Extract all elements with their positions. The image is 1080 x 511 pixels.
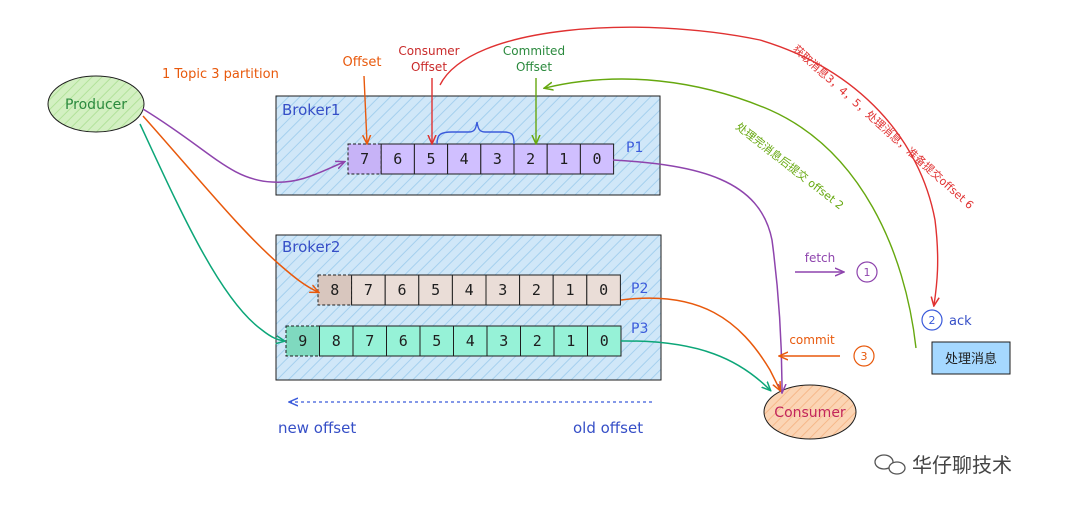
partition-cell-offset: 2 xyxy=(533,332,542,350)
ack-label: ack xyxy=(949,314,972,329)
partition-cell-offset: 9 xyxy=(298,332,307,350)
partition-cell-offset: 5 xyxy=(431,281,440,299)
producer-to-p1-arrow xyxy=(142,108,344,183)
partition-cell-offset: 5 xyxy=(426,150,435,168)
partition-cell-offset: 7 xyxy=(364,281,373,299)
new-offset-label: new offset xyxy=(278,419,356,437)
commited-offset-label-line2: Offset xyxy=(516,60,552,74)
partition-cell-offset: 6 xyxy=(399,332,408,350)
partition-cell xyxy=(552,274,588,306)
consumer-label: Consumer xyxy=(774,405,846,421)
partition-cell xyxy=(347,143,382,175)
partition-cell-offset: 5 xyxy=(432,332,441,350)
p2-to-consumer-arrow xyxy=(620,297,780,390)
consumer-offset-label-line2: Offset xyxy=(411,60,447,74)
partition-cell-offset: 4 xyxy=(460,150,469,168)
partition-cell xyxy=(285,325,320,357)
partition-cell-offset: 8 xyxy=(330,281,339,299)
red-ack-arc xyxy=(439,26,938,305)
consumer-node xyxy=(763,384,857,440)
step3-number: 3 xyxy=(861,350,868,363)
step2-circle xyxy=(921,309,943,331)
partition-cell xyxy=(579,143,615,175)
partition-cell xyxy=(319,325,354,357)
offset-label: Offset xyxy=(342,55,381,70)
producer-node xyxy=(47,75,145,133)
partition-cell xyxy=(520,325,555,357)
partition-p1-label: P1 xyxy=(626,140,643,156)
partition-cell xyxy=(380,143,415,175)
partition-cell-offset: 6 xyxy=(393,150,402,168)
green-commit-arc xyxy=(545,78,917,349)
partition-cell xyxy=(553,325,588,357)
partition-cell xyxy=(413,143,449,175)
step3-circle xyxy=(853,345,875,367)
partition-cell-offset: 0 xyxy=(600,332,609,350)
old-offset-label: old offset xyxy=(573,419,643,437)
step1-circle xyxy=(856,261,878,283)
step1-number: 1 xyxy=(864,266,871,279)
offset-arrow xyxy=(364,75,367,143)
partition-cell xyxy=(486,325,521,357)
partition-cell xyxy=(586,274,621,306)
p3-to-consumer-arrow xyxy=(620,340,770,390)
partition-cell-offset: 1 xyxy=(559,150,568,168)
broker1-label: Broker1 xyxy=(282,101,340,119)
consumer-offset-label-line1: Consumer xyxy=(398,44,459,58)
partition-cell xyxy=(546,143,581,175)
partition-cell xyxy=(418,274,453,306)
process-box-label: 处理消息 xyxy=(945,351,997,367)
process-box xyxy=(931,341,1011,375)
partition-cell-offset: 2 xyxy=(532,281,541,299)
commit-label: commit xyxy=(789,333,835,347)
partition-cell-offset: 7 xyxy=(360,150,369,168)
partition-p2: 8 7 6 5 4 3 2 1 0 xyxy=(317,274,621,306)
partition-cell-offset: 4 xyxy=(465,281,474,299)
partition-cell xyxy=(419,325,454,357)
partition-cell-offset: 7 xyxy=(365,332,374,350)
partition-cell-offset: 6 xyxy=(397,281,406,299)
partition-cell-offset: 1 xyxy=(566,332,575,350)
producer-label: Producer xyxy=(65,97,127,113)
partition-p3: 9 8 7 6 5 4 3 2 1 0 xyxy=(285,325,622,357)
fetch-label: fetch xyxy=(805,251,836,265)
producer-to-p3-arrow xyxy=(139,123,284,341)
partition-cell-offset: 0 xyxy=(592,150,601,168)
partition-cell-offset: 4 xyxy=(466,332,475,350)
broker2-label: Broker2 xyxy=(282,238,340,256)
partition-cell-offset: 3 xyxy=(493,150,502,168)
partition-cell-offset: 3 xyxy=(498,281,507,299)
wechat-icon xyxy=(874,454,906,475)
p1-to-consumer-arrow xyxy=(612,159,782,392)
partition-p2-label: P2 xyxy=(631,281,648,297)
broker2-box xyxy=(275,234,662,381)
step2-number: 2 xyxy=(929,314,936,327)
partition-cell xyxy=(384,274,420,306)
partition-p3-label: P3 xyxy=(631,321,648,337)
partition-cell-offset: 0 xyxy=(599,281,608,299)
partition-cell xyxy=(453,325,488,357)
watermark-text: 华仔聊技术 xyxy=(912,453,1012,477)
partition-cell xyxy=(317,274,353,306)
partition-cell xyxy=(519,274,554,306)
topic-note: 1 Topic 3 partition xyxy=(162,67,279,82)
partition-cell-offset: 1 xyxy=(565,281,574,299)
producer-to-p2-arrow xyxy=(142,115,318,292)
partition-cell-offset: 8 xyxy=(332,332,341,350)
partition-p1: 7 6 5 4 3 2 1 0 xyxy=(347,143,615,175)
partition-cell xyxy=(386,325,421,357)
partition-cell-offset: 3 xyxy=(499,332,508,350)
commited-offset-label-line1: Commited xyxy=(503,44,565,58)
partition-cell xyxy=(451,274,487,306)
partition-cell-offset: 2 xyxy=(526,150,535,168)
brace xyxy=(436,121,515,145)
